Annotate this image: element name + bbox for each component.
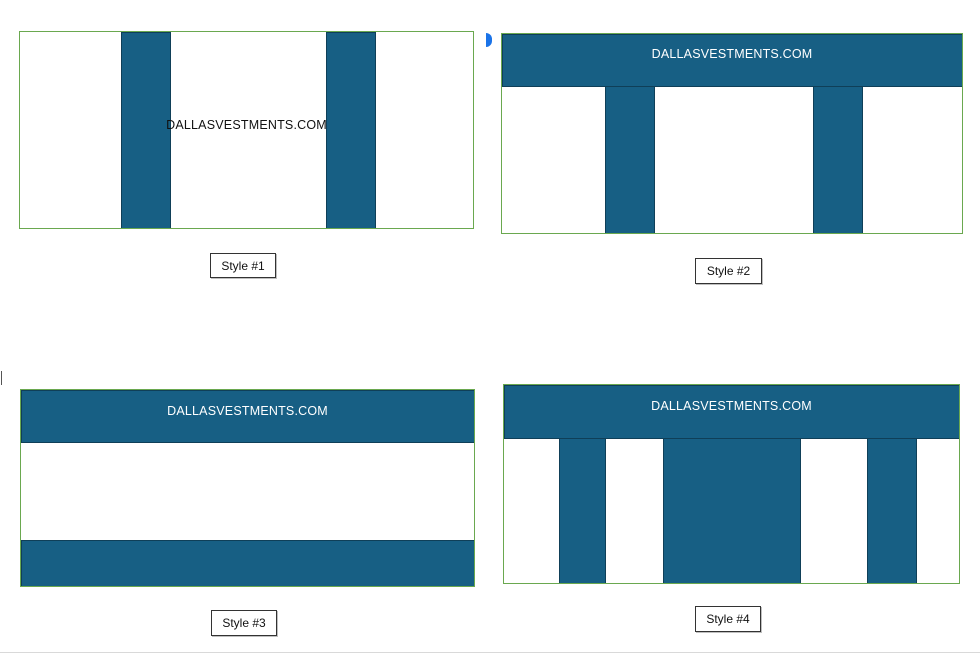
style-3-bottom-banner — [21, 540, 474, 586]
style-4-left-column — [559, 438, 606, 583]
style-4-center-block — [663, 438, 801, 583]
style-3-panel[interactable]: DALLASVESTMENTS.COM — [20, 389, 475, 587]
style-4-right-column — [867, 438, 917, 583]
style-1-right-column — [326, 32, 376, 228]
style-4-label[interactable]: Style #4 — [695, 606, 761, 632]
style-2-right-column — [813, 86, 863, 233]
style-2-label[interactable]: Style #2 — [695, 258, 762, 284]
style-4-brand-text: DALLASVESTMENTS.COM — [651, 399, 812, 413]
style-3-top-banner — [21, 390, 474, 443]
style-2-brand-text: DALLASVESTMENTS.COM — [651, 47, 813, 61]
style-2-panel[interactable]: DALLASVESTMENTS.COM — [501, 33, 963, 234]
style-2-top-banner — [502, 34, 962, 87]
style-4-panel[interactable]: DALLASVESTMENTS.COM — [503, 384, 960, 584]
style-1-label[interactable]: Style #1 — [210, 253, 276, 278]
text-cursor — [1, 371, 2, 385]
style-3-brand-text: DALLASVESTMENTS.COM — [167, 404, 328, 418]
style-2-left-column — [605, 86, 655, 233]
page-divider — [0, 652, 980, 653]
selection-handle[interactable] — [486, 33, 492, 47]
style-1-brand-text: DALLASVESTMENTS.COM — [166, 118, 327, 132]
style-1-panel[interactable]: DALLASVESTMENTS.COM — [19, 31, 474, 229]
style-3-label[interactable]: Style #3 — [211, 610, 277, 636]
style-1-left-column — [121, 32, 171, 228]
style-4-top-banner — [504, 385, 959, 439]
